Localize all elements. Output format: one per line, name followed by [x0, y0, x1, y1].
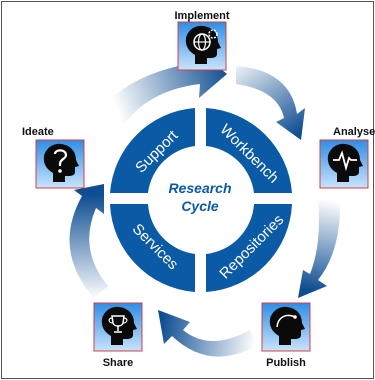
stage-publish — [261, 302, 311, 352]
stage-label-implement: Implement — [174, 10, 229, 22]
hub-title-line2: Cycle — [181, 198, 219, 214]
segment-support — [110, 108, 195, 193]
stage-label-analyse: Analyse — [333, 126, 375, 138]
segment-services — [110, 204, 195, 292]
hub-title-line1: Research — [168, 180, 231, 196]
segment-workbench — [206, 108, 292, 193]
segment-repositories — [206, 204, 292, 292]
cycle-wheel — [110, 108, 292, 292]
arrow-analyse-to-publish — [298, 196, 341, 298]
hub — [150, 148, 250, 248]
arrow-implement-to-analyse — [236, 66, 305, 140]
stage-label-share: Share — [103, 357, 134, 369]
stage-ideate — [35, 139, 85, 189]
arrow-publish-to-share — [158, 310, 258, 357]
stage-label-publish: Publish — [266, 357, 306, 369]
stage-analyse — [319, 139, 369, 189]
stage-label-ideate: Ideate — [22, 126, 54, 138]
stage-share — [93, 302, 143, 352]
stage-implement — [177, 21, 227, 71]
arrow-share-to-ideate — [69, 184, 108, 298]
